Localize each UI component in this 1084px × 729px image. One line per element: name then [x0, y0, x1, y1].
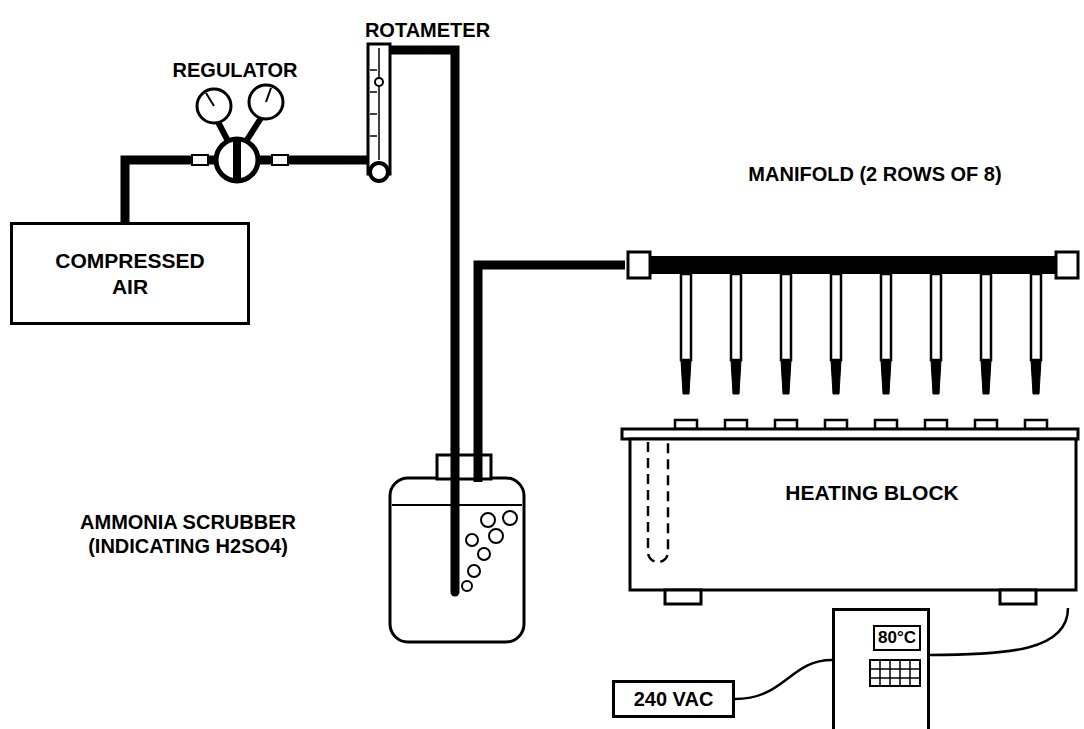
power-box-label: 240 VAC: [634, 687, 714, 711]
air-pipe: [451, 187, 460, 450]
regulator-label: REGULATOR: [160, 58, 310, 82]
heating-block-body: [622, 420, 1078, 604]
air-pipe: [478, 265, 625, 450]
air-pipe: [125, 160, 160, 222]
temperature-controller-label: 80°C: [873, 625, 921, 651]
rotameter-symbol: [345, 44, 455, 187]
power-wire: [735, 660, 832, 699]
supply-box: COMPRESSED AIR: [10, 222, 250, 325]
manifold-label: MANIFOLD (2 ROWS OF 8): [725, 162, 1025, 186]
ammonia-scrubber-label: AMMONIA SCRUBBER (INDICATING H2SO4): [68, 510, 308, 558]
regulator-symbol: [160, 85, 310, 181]
power-wire: [930, 608, 1068, 655]
heating-block-label: HEATING BLOCK: [742, 480, 1002, 505]
manifold-symbol: [628, 252, 1078, 394]
scrubber-bottle: [390, 450, 524, 642]
supply-box-label: COMPRESSED AIR: [55, 248, 205, 298]
regulator: REGULATOR: [160, 58, 310, 186]
air-pipe: [310, 156, 345, 165]
heating-block: HEATING BLOCK: [622, 418, 1080, 608]
keypad-symbol: [870, 660, 920, 686]
rotameter: ROTAMETER: [345, 18, 510, 187]
ammonia-scrubber: AMMONIA SCRUBBER (INDICATING H2SO4): [60, 450, 530, 645]
power-box: 240 VAC: [612, 680, 735, 718]
manifold: MANIFOLD (2 ROWS OF 8): [625, 150, 1080, 400]
rotameter-label: ROTAMETER: [345, 18, 510, 42]
temperature-controller: 80°C: [832, 608, 930, 729]
